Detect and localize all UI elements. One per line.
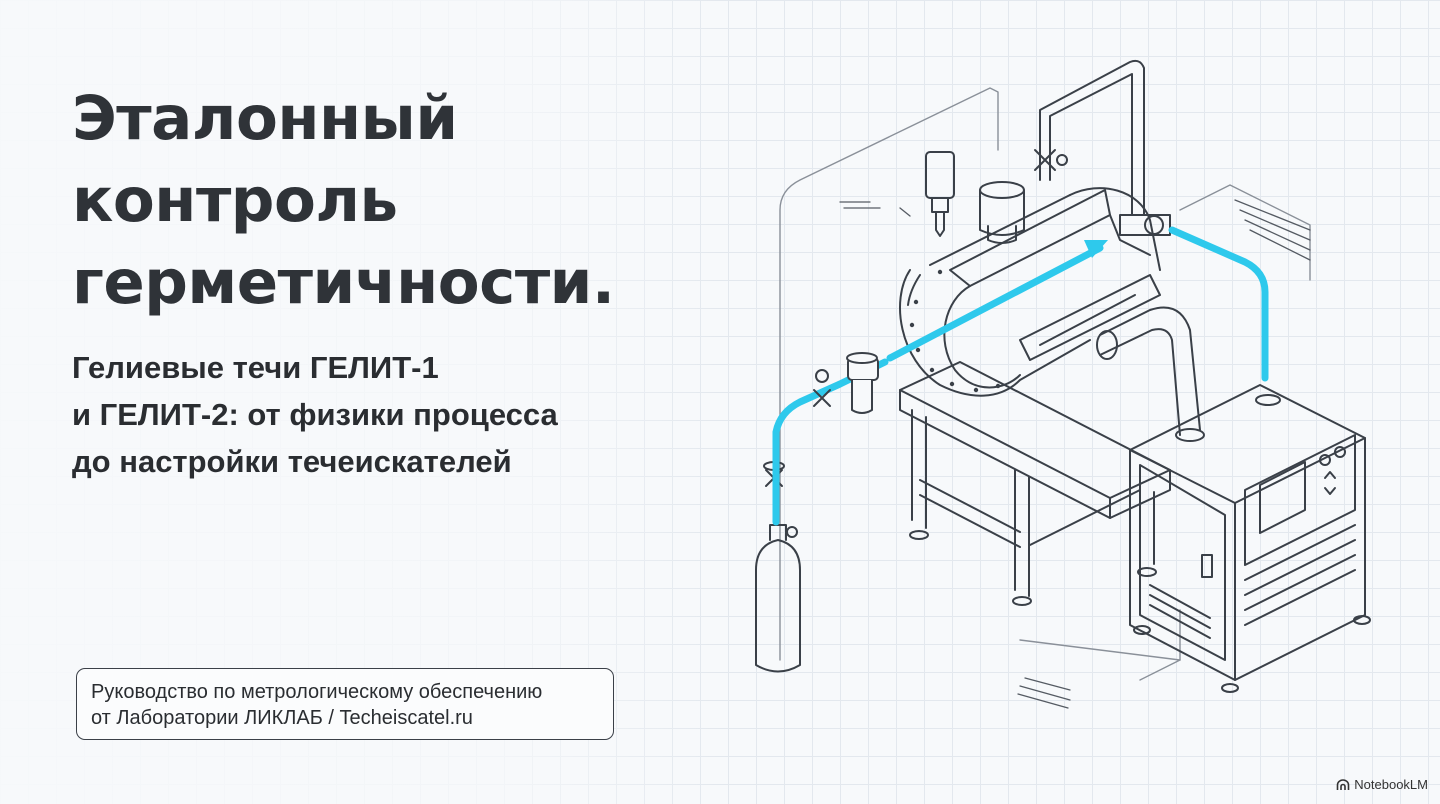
caption-line-2: от Лаборатории ЛИКЛАБ / Techeiscatel.ru [91,707,473,729]
subtitle-line-2-bold: и ГЕЛИТ-2 [72,397,229,432]
subtitle-line-2-rest: : от физики процесса [228,397,558,432]
notebooklm-logo-icon [1336,778,1350,790]
top-pipe [1034,59,1171,236]
source-caption-box: Руководство по метрологическому обеспече… [76,668,614,740]
inner-tube [1096,306,1205,442]
table-frame [899,361,1171,606]
control-panel-screen [1259,446,1346,534]
control-unit-cabinet [1129,384,1371,693]
background-frame-lines [779,87,1311,681]
vacuum-chamber [899,187,1161,397]
subtitle-line-3: до настройки течеискателей [72,444,512,479]
flow-arrow-head [1084,240,1108,258]
hatch-marks [839,199,1311,709]
chamber-flange-bolts [909,269,1001,393]
title-line-1: Эталонный [72,83,458,154]
helium-flow-path [772,226,1269,526]
subtitle-line-2: и ГЕЛИТ-2: от физики процесса [72,391,558,438]
title-line-3: герметичности. [72,247,615,318]
leak-test-equipment-illustration [755,59,1371,709]
pressure-gauge-cylinders [925,151,1025,244]
caption-line-1: Руководство по метрологическому обеспече… [91,681,543,703]
brand-watermark: NotebookLM [1336,777,1428,792]
title-line-2: контроль [72,165,398,236]
subtitle-line-1: Гелиевые течи ГЕЛИТ-1 [72,350,439,385]
page-title: Эталонный контроль герметичности. [72,78,615,324]
inlet-valves [813,352,1281,414]
brand-label: NotebookLM [1354,777,1428,792]
subtitle: Гелиевые течи ГЕЛИТ-1 и ГЕЛИТ-2: от физи… [72,344,558,485]
